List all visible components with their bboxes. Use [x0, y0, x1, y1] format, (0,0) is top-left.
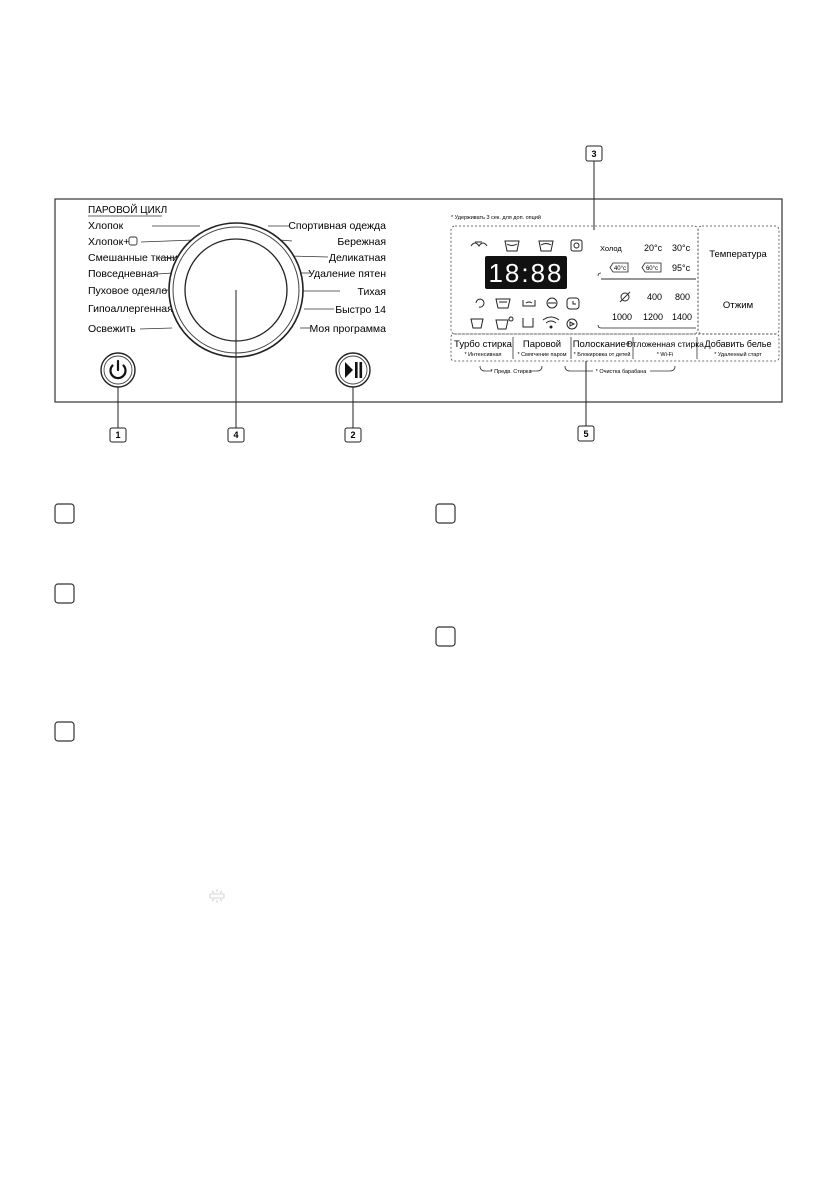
combo-note-tub-clean: * Очистка барабана	[596, 369, 648, 375]
svg-text:* Удаленный старт: * Удаленный старт	[714, 351, 762, 358]
steam-square-icon	[128, 236, 138, 246]
svg-text:* Wi-Fi: * Wi-Fi	[657, 352, 674, 358]
spin-options: 400 800 1000 1200 1400	[612, 291, 692, 322]
callout-5: 5	[577, 425, 595, 442]
time-display: 18:88	[485, 256, 567, 289]
svg-text:40°c: 40°c	[614, 266, 626, 272]
child-lock-icon	[546, 297, 558, 309]
legend-box	[435, 626, 456, 647]
blinking-indicator-icon	[209, 889, 225, 903]
play-pause-icon	[345, 362, 363, 378]
option-buttons-area	[450, 333, 780, 362]
temp-option: 20°c	[644, 243, 663, 253]
tub-clean-icon	[470, 318, 484, 329]
combo-note-prewash: * Предв. Стирка	[490, 369, 532, 375]
status-icons-top	[470, 239, 583, 252]
svg-text:* Блокировка от детей: * Блокировка от детей	[574, 351, 631, 358]
display-digits: 18:88	[488, 258, 563, 288]
temp-badge-40: 40°c	[609, 262, 629, 273]
temp-option: Холод	[600, 244, 622, 253]
temp-option: 30°c	[672, 243, 691, 253]
status-icons-bottom	[470, 316, 578, 330]
svg-text:60°c: 60°c	[646, 266, 658, 272]
program-label[interactable]: Деликатная	[329, 252, 386, 264]
temperature-options: Холод 20°c 30°c 40°c 60°c 95°c	[600, 243, 691, 273]
program-label[interactable]: Пуховое одеяло	[88, 285, 167, 297]
wash-icon	[504, 240, 520, 252]
prewash-icon	[470, 241, 488, 247]
program-label[interactable]: Бережная	[337, 236, 386, 248]
power-button[interactable]	[100, 352, 136, 388]
spin-option: 1200	[643, 312, 663, 322]
option-delay-button[interactable]: Отложенная стирка * Wi-Fi	[626, 339, 704, 358]
spin-option: 1000	[612, 312, 632, 322]
control-panel-frame	[54, 198, 783, 403]
callout-4: 4	[227, 427, 245, 443]
add-item-icon	[495, 316, 514, 330]
program-label[interactable]: Гипоаллергенная	[88, 303, 173, 315]
steam-cycle-header: ПАРОВОЙ ЦИКЛ	[88, 203, 167, 216]
start-pause-button[interactable]	[335, 352, 371, 388]
legend-box	[435, 503, 456, 524]
legend-box	[54, 721, 75, 742]
option-turbo-button[interactable]: Турбо стирка * Интенсивная	[454, 339, 513, 358]
turbo-wash-icon	[495, 298, 511, 309]
no-spin-icon	[619, 291, 631, 303]
svg-text:Полоскание+: Полоскание+	[573, 339, 632, 350]
option-steam-button[interactable]: Паровой * Смягчение паром	[518, 339, 567, 358]
svg-text:Паровой: Паровой	[523, 339, 561, 350]
programs-right: Спортивная одежда Бережная Деликатная Уд…	[288, 220, 386, 335]
svg-text:4: 4	[233, 430, 238, 440]
program-label[interactable]: Хлопок	[88, 220, 124, 232]
program-label[interactable]: Освежить	[88, 323, 136, 335]
program-label[interactable]: Моя программа	[310, 323, 387, 335]
rinse-icon	[538, 240, 554, 252]
wifi-icon	[542, 316, 560, 329]
svg-text:* Смягчение паром: * Смягчение паром	[518, 352, 567, 358]
status-icons-middle	[475, 297, 580, 310]
program-label[interactable]: Смешанные ткани	[88, 252, 178, 264]
callout-1: 1	[109, 427, 127, 443]
legend-box	[54, 503, 75, 524]
program-label[interactable]: Быстро 14	[335, 304, 386, 316]
spin-option: 800	[675, 292, 690, 302]
temp-spin-buttons-area	[697, 225, 780, 335]
remote-start-icon	[566, 318, 578, 330]
temp-badge-60: 60°c	[641, 262, 662, 273]
drum-icon	[522, 318, 534, 328]
svg-text:5: 5	[583, 429, 588, 439]
svg-text:Отложенная стирка: Отложенная стирка	[626, 339, 704, 349]
temperature-button[interactable]: Температура	[709, 249, 767, 260]
rinse-plus-icon	[522, 300, 536, 307]
legend-box	[54, 583, 75, 604]
spin-option: 1400	[672, 312, 692, 322]
power-icon	[109, 359, 127, 380]
callout-3: 3	[585, 145, 603, 162]
option-rinse-button[interactable]: Полоскание+ * Блокировка от детей	[573, 339, 632, 358]
program-label[interactable]: Тихая	[358, 286, 386, 298]
callout-2: 2	[344, 427, 362, 443]
delay-icon	[566, 297, 580, 310]
program-label[interactable]: Повседневная	[88, 268, 158, 280]
svg-text:3: 3	[591, 149, 596, 159]
svg-text:1: 1	[115, 430, 120, 440]
programs-left: Хлопок Хлопок+ Смешанные ткани Повседнев…	[88, 220, 178, 335]
program-label[interactable]: Удаление пятен	[308, 268, 386, 280]
svg-text:Турбо стирка: Турбо стирка	[454, 339, 513, 350]
spin-icon	[570, 239, 583, 252]
svg-text:2: 2	[350, 430, 355, 440]
spin-button[interactable]: Отжим	[723, 300, 753, 311]
svg-text:Добавить белье: Добавить белье	[705, 339, 772, 349]
hold-note: * Удерживать 3 сек. для доп. опций	[451, 214, 541, 221]
option-add-item-button[interactable]: Добавить белье * Удаленный старт	[705, 339, 772, 358]
spin-option: 400	[647, 292, 662, 302]
steam-icon	[475, 298, 485, 308]
program-label[interactable]: Хлопок+	[88, 236, 129, 248]
temp-option: 95°c	[672, 263, 691, 273]
program-label[interactable]: Спортивная одежда	[288, 220, 386, 232]
svg-text:* Интенсивная: * Интенсивная	[464, 352, 501, 358]
